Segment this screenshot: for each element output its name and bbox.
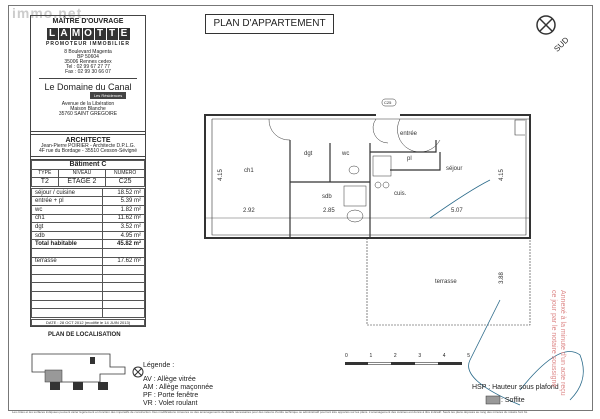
date-line: DATE : 28 OCT 2012 (modifié le 14 JUIN 2… xyxy=(31,318,145,326)
address-line: 4F rue du Bordage - 35510 Cesson-Sévigné xyxy=(38,148,138,154)
logo-letter: T xyxy=(106,28,118,40)
building-value: ETAGE 2 xyxy=(57,177,107,187)
dimension-right_h: 4.15 xyxy=(498,169,505,181)
dimension-sejour_w: 5.07 xyxy=(451,208,463,214)
room-label-dgt: dgt xyxy=(304,151,313,157)
dimension-left_h: 4.15 xyxy=(217,169,224,181)
scale-bar xyxy=(345,362,462,365)
logo-letter: L xyxy=(46,28,58,40)
legend-item: VR : Volet roulant xyxy=(143,400,198,407)
page-frame xyxy=(8,5,593,411)
owner-heading: MAÎTRE D'OUVRAGE xyxy=(52,18,124,25)
dimension-ch1_w: 2.92 xyxy=(243,208,255,214)
room-label-entree: entrée xyxy=(400,131,418,137)
legend-item: AV : Allège vitrée xyxy=(143,376,196,383)
owner-tagline: PROMOTEUR IMMOBILIER xyxy=(46,41,130,47)
address-line: Maison Blanche xyxy=(70,106,106,112)
address-line: 35006 Rennes cedex xyxy=(64,59,112,65)
logo-letter: A xyxy=(58,28,70,40)
scale-ticks: 0 1 2 3 4 5 xyxy=(345,353,470,359)
address-line: Avenue de la Libération xyxy=(61,101,115,107)
scale-tick: 4 xyxy=(442,353,446,359)
unit-tag: C25 xyxy=(384,100,392,105)
room-label-ch1: ch1 xyxy=(244,168,254,174)
building-value: C25 xyxy=(105,177,145,187)
scale-tick: 3 xyxy=(418,353,422,359)
project-subtitle: Les Résidences xyxy=(89,92,127,99)
project-name: Le Domaine du Canal xyxy=(44,82,132,92)
address-line: Fax : 02 99 30 66 07 xyxy=(65,69,111,75)
dimension-terrace_h: 3.88 xyxy=(498,272,505,284)
scale-tick: 0 xyxy=(345,353,348,359)
scale-tick: 5 xyxy=(467,353,470,359)
location-heading: PLAN DE LOCALISATION xyxy=(48,332,121,338)
scale-tick: 2 xyxy=(393,353,397,359)
compass-icon xyxy=(536,15,556,35)
logo-letter: E xyxy=(118,28,130,40)
room-label-cuis: cuis. xyxy=(394,191,407,197)
address-line: Tel : 02 99 67 27 77 xyxy=(66,64,110,70)
location-plan xyxy=(31,353,144,390)
legend-item: PF : Porte fenêtre xyxy=(143,392,199,399)
room-label-wc: wc xyxy=(342,151,350,157)
room-label-pl: pl xyxy=(407,156,412,162)
room-label-terrasse: terrasse xyxy=(435,279,457,285)
room-label-sejour: séjour xyxy=(446,166,463,172)
logo-letter: M xyxy=(70,28,82,40)
legend-heading: Légende : xyxy=(143,362,175,369)
area-value xyxy=(102,308,145,318)
dimension-sdb_w: 2.85 xyxy=(323,208,335,214)
address-line: Jean-Pierre POIRIER - Architecte D.P.L.G… xyxy=(40,143,136,149)
scale-tick: 1 xyxy=(369,353,373,359)
legend-item: AM : Allège maçonnée xyxy=(143,384,214,391)
address-line: 35760 SAINT GREGOIRE xyxy=(58,111,118,117)
disclaimer: Les côtes et les surfaces indiquées peuv… xyxy=(12,410,528,414)
plan-title: PLAN D'APPARTEMENT xyxy=(205,14,334,34)
room-label-sdb: sdb xyxy=(322,194,332,200)
logo-letter: T xyxy=(94,28,106,40)
area-row xyxy=(31,308,145,318)
soffite-label: : Soffite xyxy=(501,397,525,404)
logo-letter: O xyxy=(82,28,94,40)
soffite-swatch xyxy=(485,395,501,405)
address-line: 8 Boulevard Magenta xyxy=(64,49,112,55)
address-line: BP 50604 xyxy=(77,54,99,60)
architect-heading: ARCHITECTE xyxy=(65,137,111,144)
hsp-note: HSP : Hauteur sous plafond xyxy=(472,384,559,391)
watermark: immo.net xyxy=(12,5,83,21)
